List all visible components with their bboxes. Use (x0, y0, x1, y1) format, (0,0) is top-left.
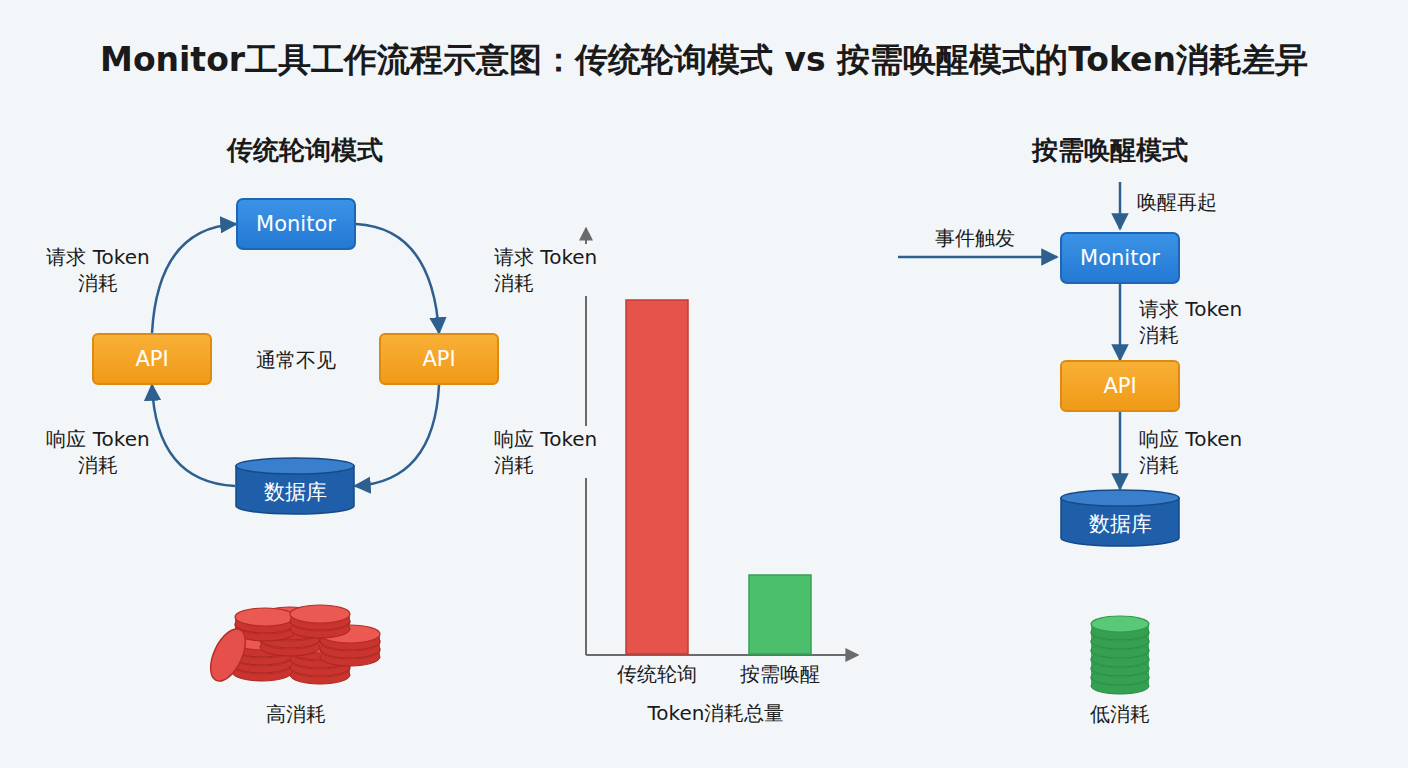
event-arrow (898, 256, 1057, 259)
text-label: 唤醒再起 (1137, 189, 1217, 216)
node-text: Monitor (256, 212, 336, 236)
wake-arrow (1119, 182, 1122, 229)
edge-label: 请求 Token消耗 (40, 244, 156, 296)
node-text: 数据库 (264, 478, 327, 506)
coins-green (1091, 616, 1149, 694)
node-text: 数据库 (1089, 510, 1152, 538)
edge-label: 响应 Token消耗 (1137, 426, 1253, 478)
text-label: 低消耗 (1090, 701, 1150, 728)
diagram-title: Monitor工具工作流程示意图：传统轮询模式 vs 按需唤醒模式的Token消… (0, 38, 1408, 83)
node-text: Monitor (1080, 246, 1160, 270)
node-text: API (1103, 374, 1136, 398)
coin-tilted (203, 624, 252, 687)
flow-arrow (1119, 412, 1122, 489)
api-box: API (379, 333, 499, 385)
text-label: 按需唤醒模式 (1032, 133, 1188, 168)
flow-arrow (1119, 284, 1122, 360)
flow-arrow (152, 224, 236, 333)
flow-arrow (355, 385, 439, 486)
database-cylinder: 数据库 (1060, 489, 1180, 547)
edge-label: 请求 Token消耗 (492, 244, 608, 296)
bar-green (749, 575, 811, 654)
node-text: API (135, 347, 168, 371)
coin (290, 605, 350, 623)
monitor-box: Monitor (236, 198, 356, 250)
coins-red (203, 605, 380, 686)
text-label: 按需唤醒 (740, 661, 820, 688)
bar-red (626, 300, 688, 654)
database-cylinder: 数据库 (235, 457, 355, 515)
api-box: API (92, 333, 212, 385)
text-label: 事件触发 (935, 225, 1015, 252)
text-label: Token消耗总量 (648, 700, 785, 727)
monitor-box: Monitor (1060, 232, 1180, 284)
coin (235, 608, 295, 626)
flow-arrow (356, 224, 439, 333)
text-label: 传统轮询模式 (227, 133, 383, 168)
flow-arrow (152, 385, 235, 486)
node-text: API (422, 347, 455, 371)
text-label: 高消耗 (266, 701, 326, 728)
coin (1091, 616, 1149, 632)
api-box: API (1060, 360, 1180, 412)
edge-label: 请求 Token消耗 (1137, 296, 1253, 348)
text-label: 传统轮询 (617, 661, 697, 688)
edge-label: 响应 Token消耗 (40, 426, 156, 478)
edge-label: 响应 Token消耗 (492, 426, 608, 478)
cylinder-top (236, 458, 354, 474)
text-label: 通常不见 (256, 347, 336, 374)
cylinder-top (1061, 490, 1179, 506)
